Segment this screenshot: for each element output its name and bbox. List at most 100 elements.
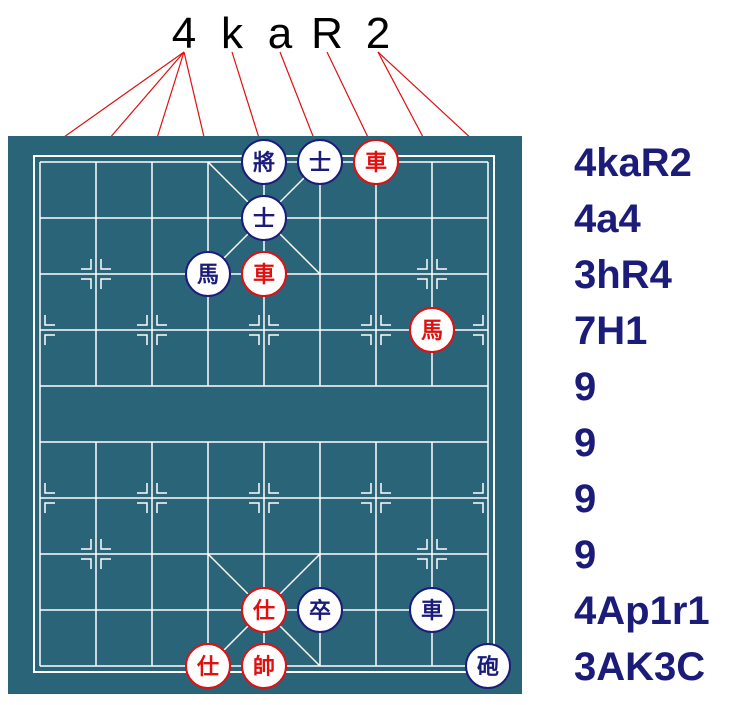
piece-glyph: 卒 bbox=[309, 598, 331, 624]
piece-glyph: 帥 bbox=[253, 654, 275, 680]
position-marker bbox=[156, 334, 167, 345]
position-marker bbox=[380, 502, 391, 513]
position-marker bbox=[249, 502, 260, 513]
position-marker bbox=[380, 483, 391, 494]
piece-glyph: 馬 bbox=[197, 263, 219, 288]
black-advisor-piece[interactable]: 士 bbox=[297, 139, 343, 185]
piece-disc bbox=[297, 587, 343, 633]
position-marker bbox=[156, 483, 167, 494]
position-marker bbox=[100, 259, 111, 270]
fen-row: 9 bbox=[574, 533, 596, 577]
piece-glyph: 將 bbox=[253, 151, 275, 176]
piece-disc bbox=[409, 587, 455, 633]
piece-glyph: 車 bbox=[421, 599, 443, 624]
position-marker bbox=[417, 259, 428, 270]
piece-disc bbox=[241, 139, 287, 185]
top-label-char: R bbox=[311, 9, 343, 58]
piece-disc bbox=[297, 139, 343, 185]
position-marker bbox=[44, 334, 55, 345]
piece-glyph: 車 bbox=[365, 151, 387, 176]
position-marker bbox=[417, 278, 428, 289]
position-marker bbox=[268, 483, 279, 494]
pieces-layer: 將士車士馬車馬仕卒車仕帥砲 bbox=[185, 139, 511, 689]
piece-disc bbox=[241, 195, 287, 241]
black-pawn-piece[interactable]: 卒 bbox=[297, 587, 343, 633]
position-marker bbox=[268, 315, 279, 326]
fen-row: 3AK3C bbox=[574, 645, 705, 689]
piece-glyph: 車 bbox=[253, 263, 275, 288]
fen-row: 3hR4 bbox=[574, 253, 673, 297]
position-marker bbox=[361, 502, 372, 513]
position-marker bbox=[361, 334, 372, 345]
position-marker bbox=[361, 483, 372, 494]
position-marker bbox=[436, 278, 447, 289]
red-chariot-piece[interactable]: 車 bbox=[353, 139, 399, 185]
red-advisor-piece[interactable]: 仕 bbox=[241, 587, 287, 633]
position-marker bbox=[268, 502, 279, 513]
fen-row: 9 bbox=[574, 477, 596, 521]
position-marker bbox=[156, 315, 167, 326]
position-marker bbox=[436, 558, 447, 569]
position-marker bbox=[44, 502, 55, 513]
position-marker bbox=[44, 315, 55, 326]
position-marker bbox=[473, 483, 484, 494]
black-cannon-piece[interactable]: 砲 bbox=[465, 643, 511, 689]
piece-disc bbox=[185, 251, 231, 297]
black-horse-piece[interactable]: 馬 bbox=[185, 251, 231, 297]
position-marker bbox=[249, 315, 260, 326]
position-marker bbox=[100, 539, 111, 550]
fen-row: 4a4 bbox=[574, 197, 641, 241]
piece-disc bbox=[465, 643, 511, 689]
piece-disc bbox=[241, 251, 287, 297]
position-marker bbox=[417, 539, 428, 550]
position-marker bbox=[249, 334, 260, 345]
fen-row: 4Ap1r1 bbox=[574, 589, 710, 633]
piece-glyph: 仕 bbox=[196, 655, 219, 680]
position-marker bbox=[81, 259, 92, 270]
position-marker bbox=[81, 558, 92, 569]
piece-glyph: 砲 bbox=[477, 654, 499, 680]
position-marker bbox=[361, 315, 372, 326]
piece-disc bbox=[241, 587, 287, 633]
fen-row: 9 bbox=[574, 421, 596, 465]
piece-glyph: 仕 bbox=[252, 599, 275, 624]
black-advisor-piece[interactable]: 士 bbox=[241, 195, 287, 241]
position-marker bbox=[268, 334, 279, 345]
position-marker bbox=[100, 278, 111, 289]
position-marker bbox=[156, 502, 167, 513]
black-king-piece[interactable]: 將 bbox=[241, 139, 287, 185]
position-marker bbox=[417, 558, 428, 569]
position-marker bbox=[436, 259, 447, 270]
fen-row: 9 bbox=[574, 365, 596, 409]
top-label-char: k bbox=[221, 9, 244, 58]
position-marker bbox=[380, 334, 391, 345]
position-marker bbox=[436, 539, 447, 550]
piece-disc bbox=[409, 307, 455, 353]
red-advisor-piece[interactable]: 仕 bbox=[185, 643, 231, 689]
position-marker bbox=[81, 539, 92, 550]
piece-disc bbox=[241, 643, 287, 689]
top-label-char: 2 bbox=[366, 9, 390, 58]
piece-disc bbox=[353, 139, 399, 185]
position-marker bbox=[473, 315, 484, 326]
position-marker bbox=[137, 483, 148, 494]
position-marker bbox=[473, 334, 484, 345]
position-marker bbox=[44, 483, 55, 494]
piece-glyph: 士 bbox=[253, 207, 275, 232]
position-marker bbox=[249, 483, 260, 494]
red-chariot-piece[interactable]: 車 bbox=[241, 251, 287, 297]
piece-glyph: 士 bbox=[309, 151, 331, 176]
top-label-char: a bbox=[268, 9, 293, 58]
position-marker bbox=[473, 502, 484, 513]
position-marker bbox=[137, 315, 148, 326]
position-marker bbox=[137, 502, 148, 513]
position-marker bbox=[380, 315, 391, 326]
position-marker bbox=[137, 334, 148, 345]
black-chariot-piece[interactable]: 車 bbox=[409, 587, 455, 633]
piece-disc bbox=[185, 643, 231, 689]
red-horse-piece[interactable]: 馬 bbox=[409, 307, 455, 353]
red-king-piece[interactable]: 帥 bbox=[241, 643, 287, 689]
top-label-char: 4 bbox=[172, 9, 196, 58]
